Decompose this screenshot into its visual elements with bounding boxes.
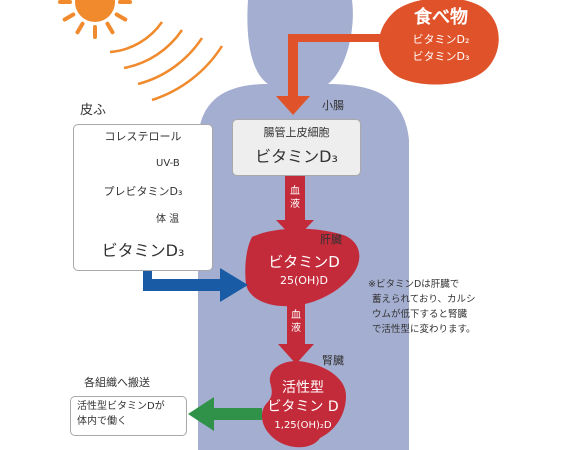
uvb-label: UV-B [156,158,180,169]
note-line-2: 蓄えられており、カルシ [372,294,476,305]
note-line-4: で活性型に変わります。 [372,324,476,335]
skin-to-liver-arrow [143,268,248,302]
tissue-line-2: 体内で働く [77,416,127,427]
blood-label-1a: 血 [290,186,300,197]
sun-ray [114,12,128,22]
kidney-to-tissue-arrow [188,397,262,431]
tissue-box [70,396,187,436]
tissue-line-1: 活性型ビタミンDが [77,401,165,412]
food-vitamin-d2: ビタミンD₂ [412,33,470,46]
note-line-1: ※ビタミンDは肝臓で [368,279,460,290]
cholesterol-label: コレステロール [104,130,182,143]
intestine-header: 小腸 [322,99,344,112]
liver-vitamin-d: ビタミンD [268,253,340,271]
skin-header: 皮ふ [80,103,107,118]
liver-header: 肝臓 [320,233,342,246]
blood-label-1b: 液 [290,199,300,210]
kidney-active-label: 活性型 [282,380,324,396]
tissue-header: 各組織へ搬送 [84,376,150,389]
blood-label-2a: 血 [291,310,301,321]
skin-vitamin-d3: ビタミンD₃ [101,241,185,260]
blood-arrow-intestine-to-liver [276,176,314,240]
sun-ray [62,12,76,22]
kidney-formula: 1,25(OH)₂D [274,420,332,431]
liver-formula: 25(OH)D [280,274,328,287]
kidney-vitamin-d: ビタミン D [267,399,339,415]
sun-ray [105,21,115,35]
food-vitamin-d3: ビタミンD₃ [412,50,470,63]
kidney-shape [261,360,346,448]
sunlight-arcs-icon [109,21,224,102]
intestine-cell-box [232,119,361,176]
sun-ray [75,21,85,35]
note-line-3: ウムが低下すると腎臓 [372,309,468,320]
skin-box [73,124,213,271]
sun-icon [58,0,132,39]
previtamin-label: プレビタミンD₃ [103,185,183,198]
food-bubble [378,0,499,85]
intestine-vitamin-d3: ビタミンD₃ [255,147,338,166]
liver-shape [245,228,360,307]
food-to-intestine-arrow [276,34,380,115]
kidney-header: 腎臓 [322,354,344,367]
blood-label-2b: 液 [291,323,301,334]
blood-arrow-liver-to-kidney [278,302,314,364]
temperature-label: 体 温 [156,214,180,225]
food-title: 食べ物 [414,7,468,28]
intestine-cell-label: 腸管上皮細胞 [263,126,330,139]
